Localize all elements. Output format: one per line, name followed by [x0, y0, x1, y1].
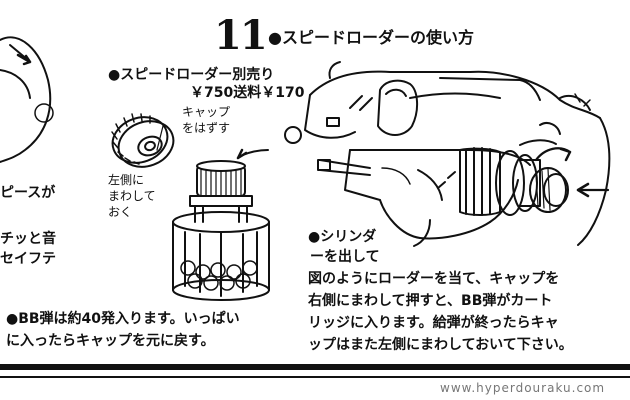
bottom-rule-thin [0, 376, 630, 378]
instruction-line-1: 図のようにローダーを当て、キャップを [308, 271, 560, 287]
section-title: ●スピードローダーの使い方 [268, 28, 474, 47]
turn-left-label-line1: 左側に [108, 173, 145, 187]
left-fragment-2: チッと音 [0, 231, 56, 247]
left-fragment-3: セイフテ [0, 251, 56, 267]
product-name: ●スピードローダー別売り [108, 67, 275, 83]
turn-left-label-line2: まわして [108, 189, 156, 203]
step-number: 11 [214, 12, 268, 59]
bottom-rule-thick [0, 364, 630, 370]
speed-loader-drawing [172, 126, 302, 301]
turn-left-label-line3: おく [108, 205, 133, 219]
revolver-drawing [304, 61, 611, 247]
cap-remove-label-line1: キャップ [182, 105, 231, 119]
instruction-line-4: ップはまた左側にまわしておいて下さい。 [308, 337, 573, 353]
instruction-line-2: 右側にまわして押すと、BB弾がカート [308, 293, 553, 309]
left-fragment-1: ピースが [0, 185, 56, 201]
cap-remove-label-line2: をはずす [182, 121, 231, 135]
loader-cap-drawing [111, 113, 175, 168]
cylinder-out-label-line2: ーを出して [310, 249, 380, 265]
previous-step-drawing [0, 36, 54, 163]
instruction-line-3: リッジに入ります。給弾が終ったらキャ [308, 315, 559, 331]
watermark: www.hyperdouraku.com [440, 381, 606, 395]
product-price: ￥750送料￥170 [190, 85, 305, 101]
bb-note-line-1: ●BB弾は約40発入ります。いっぱい [6, 311, 240, 327]
cylinder-out-label-line1: ●シリンダ [308, 229, 377, 245]
bb-note-line-2: に入ったらキャップを元に戻す。 [6, 333, 215, 349]
